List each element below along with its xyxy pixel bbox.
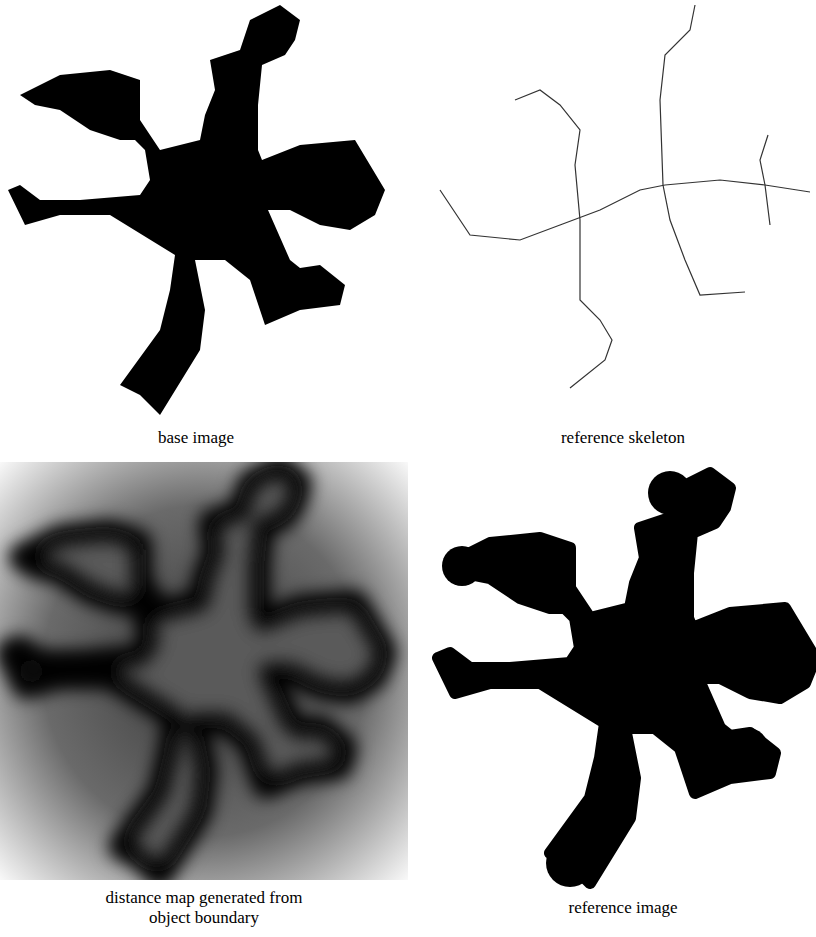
reference-skeleton: [440, 5, 810, 388]
base-image: [8, 5, 385, 415]
panel-caption: distance map generated from object bound…: [104, 888, 304, 928]
panel-caption: reference skeleton: [473, 428, 773, 448]
distance-map: [0, 462, 408, 880]
panel-caption: reference image: [473, 898, 773, 918]
panel-caption: base image: [46, 428, 346, 448]
reference-image: [438, 471, 815, 887]
